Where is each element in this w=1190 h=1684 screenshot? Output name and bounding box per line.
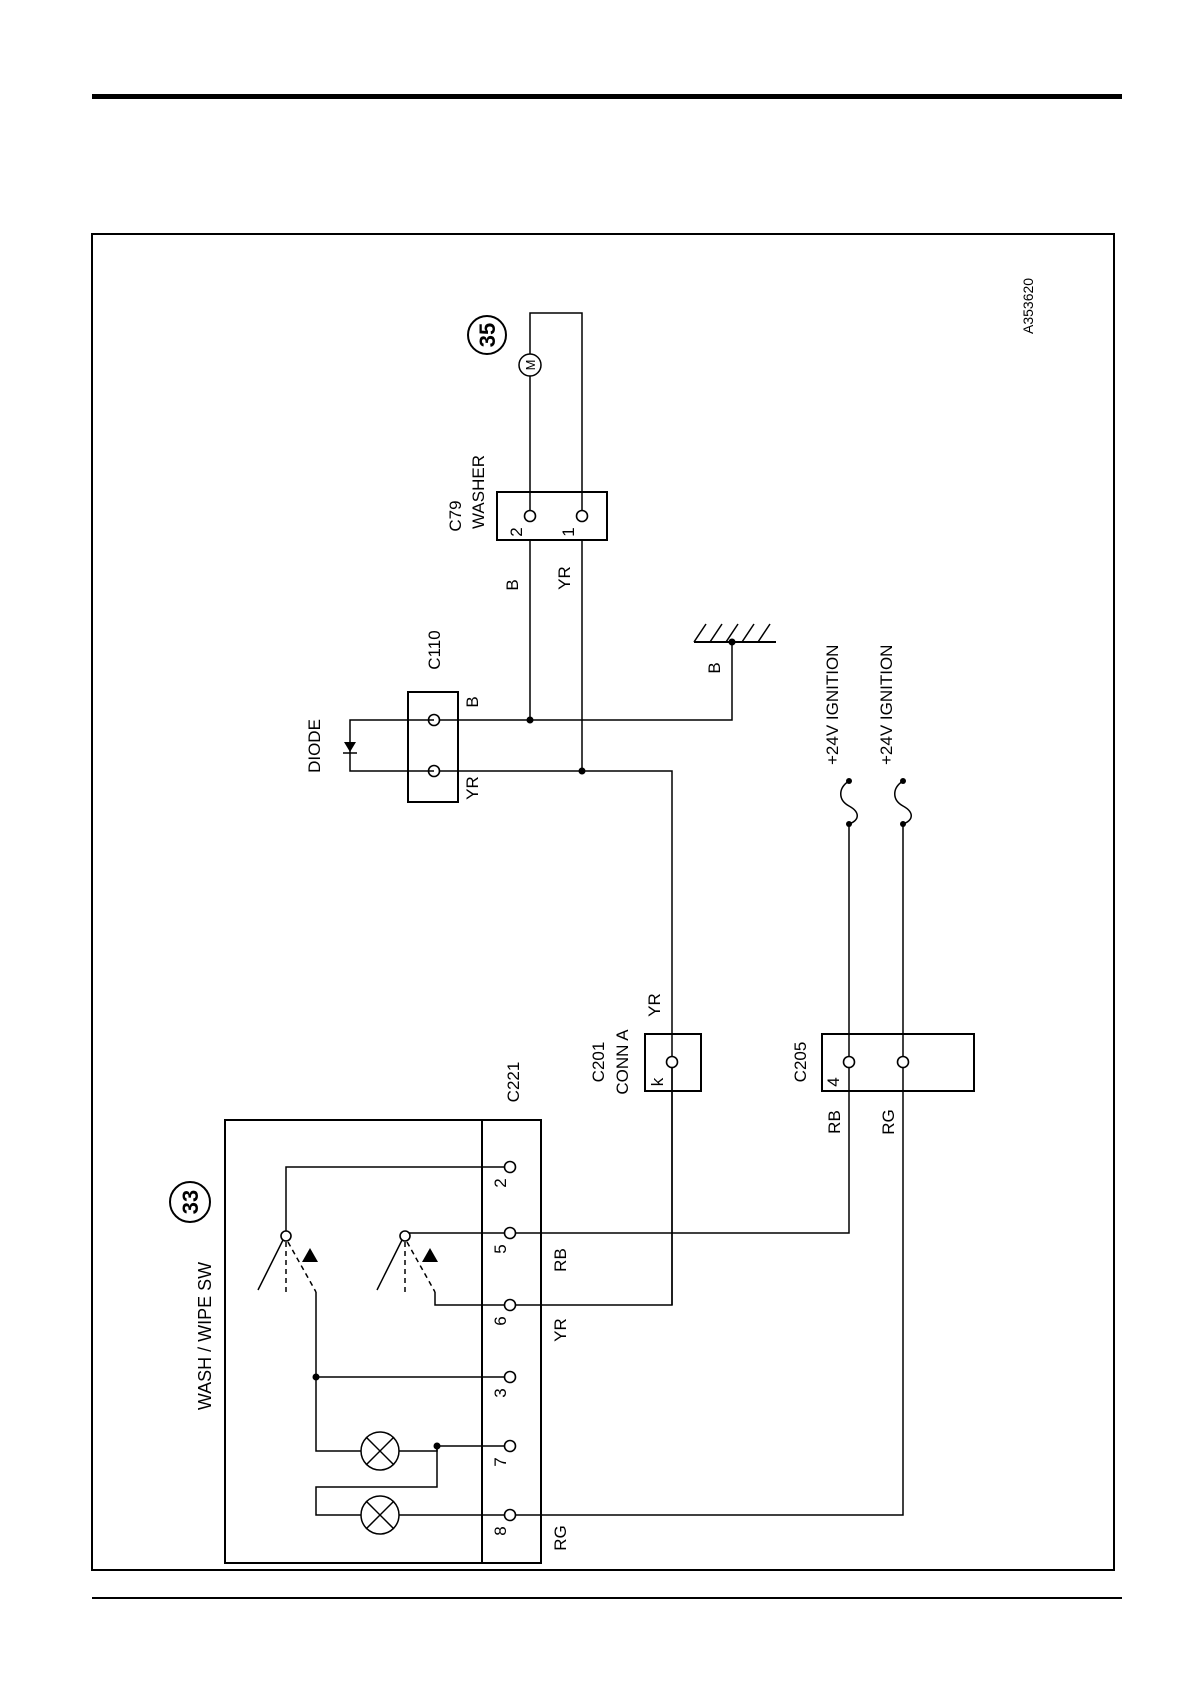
c221-pin-2 (505, 1162, 516, 1173)
lamp-1 (361, 1432, 399, 1470)
supply-label-1: +24V IGNITION (823, 645, 842, 765)
c205-pin-rg (898, 1057, 909, 1068)
washer-motor-badge-number: 35 (475, 323, 500, 347)
c221-connector-label: C221 (504, 1062, 523, 1103)
c79-name-label: WASHER (469, 455, 488, 529)
wire-label-c201-yr: YR (645, 993, 664, 1017)
wire-label-sw-rb: RB (551, 1248, 570, 1272)
fuse-2 (895, 778, 912, 827)
c110-b-label: B (463, 696, 482, 707)
switch-badge: 33 (170, 1182, 210, 1222)
diode-label: DIODE (305, 719, 324, 773)
wire-label-washer-yr: YR (555, 566, 574, 590)
c79-pin-1 (577, 511, 588, 522)
ground-symbol (694, 624, 776, 646)
wire-c205-rb (510, 1068, 849, 1233)
c205-pin-4 (844, 1057, 855, 1068)
c79-connector-label: C79 (446, 500, 465, 531)
wire-label-sw-yr: YR (551, 1318, 570, 1342)
junction-b (527, 717, 534, 724)
c201-pin-k-label: k (648, 1077, 667, 1086)
wire-label-sw-rg: RG (551, 1525, 570, 1551)
c110-yr-label: YR (463, 776, 482, 800)
c221-pin-8-label: 8 (491, 1526, 510, 1535)
c221-pin-7-label: 7 (491, 1457, 510, 1466)
c205-pin-4-label: 4 (824, 1077, 843, 1086)
c221-pin-3 (505, 1372, 516, 1383)
wire-c201-to-pin6 (516, 1068, 672, 1305)
fuse-1 (841, 778, 858, 827)
c79-pin-1-label: 1 (559, 527, 578, 536)
c221-pin-5 (505, 1228, 516, 1239)
c79-pin-2-label: 2 (507, 527, 526, 536)
c110-connector-body (408, 692, 458, 802)
diagram-frame (92, 234, 1114, 1570)
wire-lamp2-left (316, 1446, 437, 1515)
c110-connector-label: C110 (425, 630, 444, 669)
wire-c110-yr (440, 771, 672, 1305)
wire-lamp1-right (399, 1446, 504, 1451)
c221-pin-6 (505, 1300, 516, 1311)
switch-name-label: WASH / WIPE SW (195, 1262, 215, 1410)
c79-pin-2 (525, 511, 536, 522)
c221-pin-7 (505, 1441, 516, 1452)
c221-pin-8 (505, 1510, 516, 1521)
c221-pin-6-label: 6 (491, 1316, 510, 1325)
c201-pin-k (667, 1057, 678, 1068)
wire-label-ground-b: B (705, 662, 724, 673)
c205-connector-label: C205 (791, 1042, 810, 1083)
wire-motor-pin1 (530, 313, 582, 516)
switch-contact-wipe (258, 1167, 504, 1377)
lamp-2 (361, 1496, 399, 1534)
junction-yr (579, 768, 586, 775)
c201-name-label: CONN A (613, 1029, 632, 1095)
diode-loop (350, 720, 434, 771)
c221-pin-5-label: 5 (491, 1244, 510, 1253)
c221-pin-2-label: 2 (491, 1178, 510, 1187)
switch-badge-number: 33 (178, 1190, 203, 1214)
switch-contact-wash (377, 1231, 504, 1305)
supply-label-2: +24V IGNITION (877, 645, 896, 765)
motor-symbol: M (519, 354, 541, 376)
diode-symbol (344, 742, 356, 752)
wire-label-c205-rg: RG (879, 1109, 898, 1135)
c201-connector-label: C201 (589, 1042, 608, 1083)
motor-symbol-letter: M (523, 360, 538, 371)
wire-c110-b-ground (440, 642, 732, 720)
c221-pin-3-label: 3 (491, 1388, 510, 1397)
wire-label-washer-b: B (503, 579, 522, 590)
figure-id: A353620 (1020, 278, 1036, 334)
wire-lamp1-left (316, 1377, 361, 1451)
wire-label-c205-rb: RB (825, 1110, 844, 1134)
washer-motor-badge: 35 (468, 316, 506, 354)
wire-c205-rg (510, 1068, 903, 1515)
